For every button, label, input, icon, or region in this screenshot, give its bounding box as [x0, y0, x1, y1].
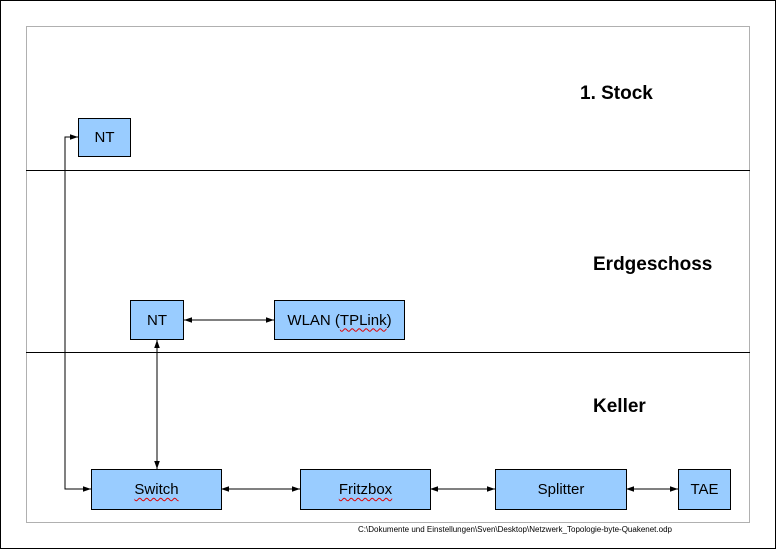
- floor-label-first-floor: 1. Stock: [580, 83, 653, 104]
- floor-divider-upper: [26, 170, 750, 171]
- wlan-suffix: ): [386, 311, 392, 329]
- node-label: TAE: [690, 481, 719, 498]
- floor-label-basement: Keller: [593, 396, 646, 417]
- node-splitter[interactable]: Splitter: [495, 469, 627, 510]
- node-label: NT: [94, 129, 115, 146]
- node-label: Fritzbox: [338, 481, 393, 498]
- floor-label-ground-floor: Erdgeschoss: [593, 254, 713, 275]
- node-wlan-tplink[interactable]: WLAN (TPLink): [274, 300, 405, 340]
- wlan-prefix: WLAN (: [287, 311, 340, 329]
- slide-page: [26, 26, 750, 523]
- node-label: Splitter: [537, 481, 585, 498]
- node-nt-first-floor[interactable]: NT: [78, 118, 131, 157]
- node-tae[interactable]: TAE: [678, 469, 731, 510]
- node-fritzbox[interactable]: Fritzbox: [300, 469, 431, 510]
- node-label: WLAN (TPLink): [287, 312, 391, 329]
- wlan-brand: TPLink: [339, 311, 387, 329]
- node-switch[interactable]: Switch: [91, 469, 222, 510]
- floor-divider-lower: [26, 352, 750, 353]
- footer-file-path: C:\Dokumente und Einstellungen\Sven\Desk…: [358, 525, 672, 534]
- node-nt-ground-floor[interactable]: NT: [130, 300, 184, 340]
- node-label: NT: [147, 311, 167, 329]
- node-label: Switch: [134, 481, 179, 498]
- link-switch-nt-upper: [64, 134, 91, 492]
